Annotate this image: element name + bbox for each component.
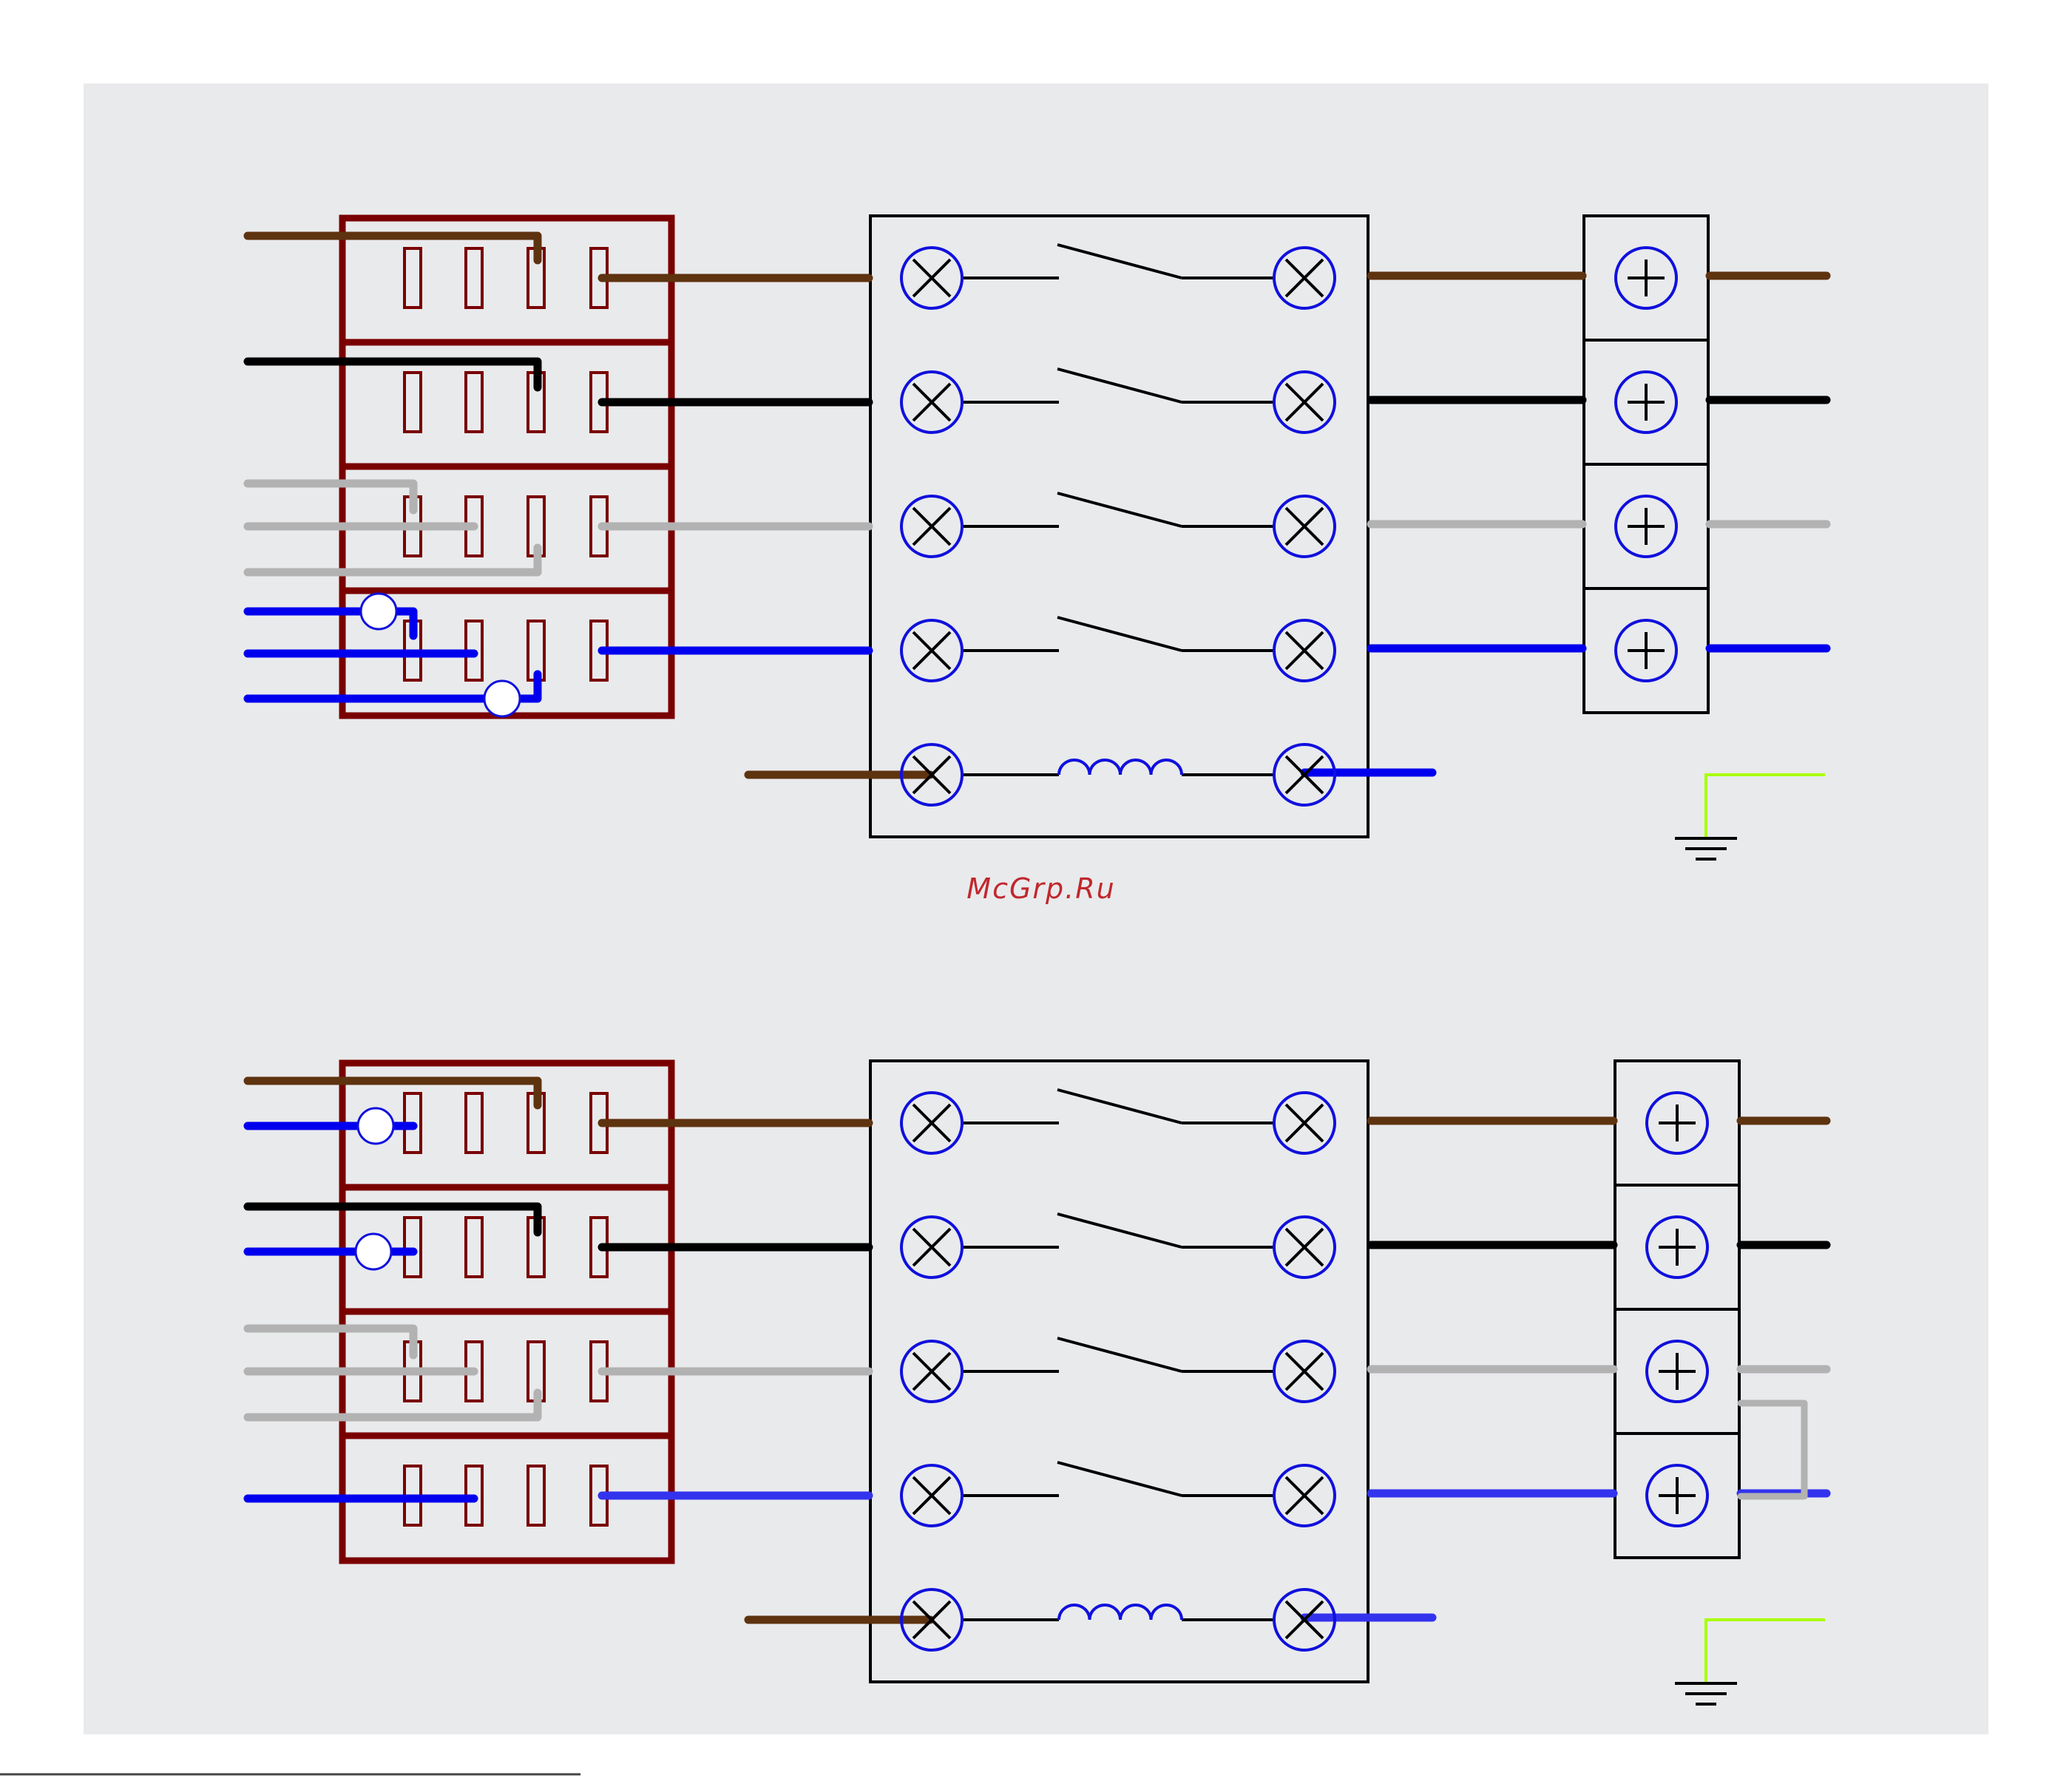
- junction-dot-icon: [358, 1108, 393, 1144]
- watermark-text: McGrp.Ru: [966, 872, 1115, 905]
- junction-dot-icon: [361, 594, 396, 629]
- diagram-panel: [84, 84, 1988, 1734]
- junction-dot-icon: [356, 1234, 391, 1269]
- junction-dot-icon: [484, 681, 520, 716]
